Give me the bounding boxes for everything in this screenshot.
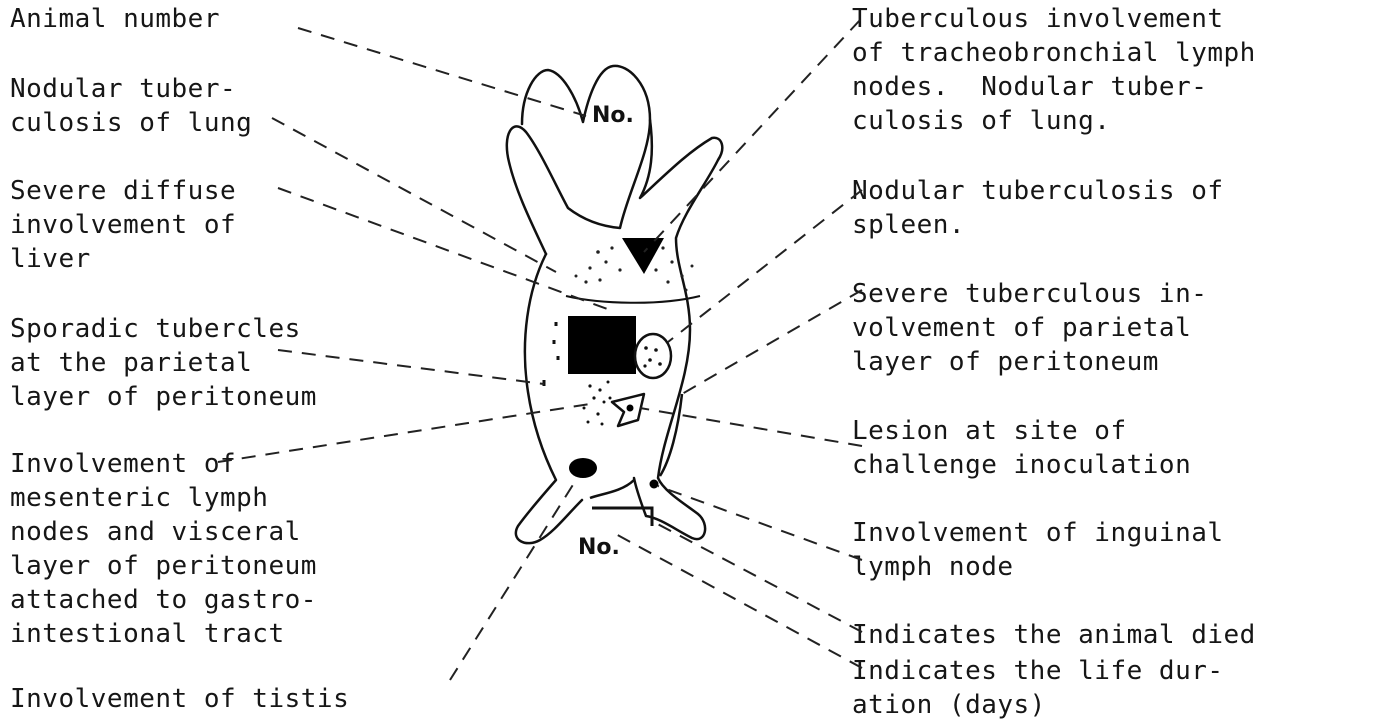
animal-number-mark: No.	[592, 103, 634, 128]
life-duration-mark: No.	[578, 535, 620, 560]
leader-nodular-lung	[272, 118, 556, 272]
liver-lesion	[568, 316, 636, 374]
leader-died	[650, 520, 862, 632]
spleen	[635, 334, 671, 378]
hind-line	[590, 480, 634, 498]
animal-body-outline	[507, 66, 650, 254]
leader-inguinal	[658, 486, 862, 560]
leader-life-duration	[612, 532, 862, 668]
inguinal-node	[650, 480, 659, 489]
lung-boundary	[566, 296, 700, 303]
leader-lines	[218, 20, 862, 680]
inoculation-dot	[627, 405, 634, 412]
leader-spleen	[668, 190, 862, 342]
leader-mesenteric	[218, 404, 590, 462]
spleen-dots	[643, 346, 661, 367]
leader-parietal	[682, 290, 862, 394]
testis-lesion	[569, 458, 597, 478]
leader-severe-liver	[278, 188, 610, 310]
parietal-arc	[660, 394, 682, 476]
leader-testis	[450, 480, 576, 680]
leader-tracheobronchial	[644, 20, 860, 252]
mesenteric-dots	[583, 381, 612, 426]
tracheobronchial-lesion	[622, 238, 664, 274]
liver-dots	[544, 322, 558, 386]
leader-sporadic	[278, 350, 544, 384]
